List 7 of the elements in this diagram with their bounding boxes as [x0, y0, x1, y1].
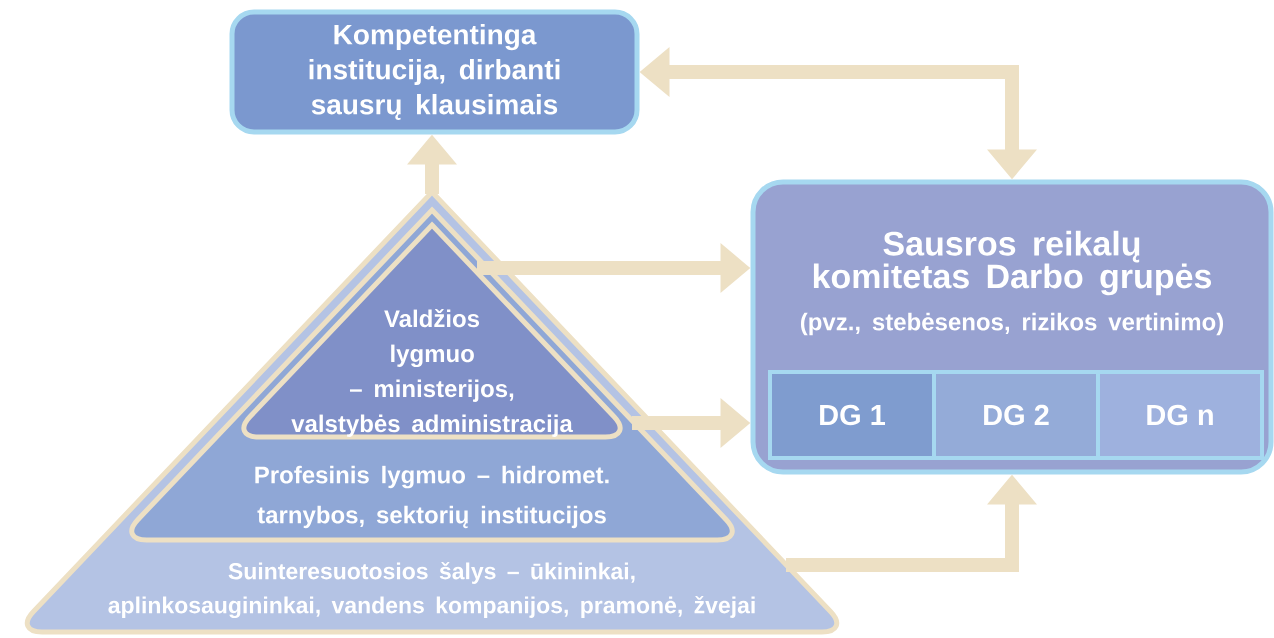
group-cell: DG 1 — [768, 370, 936, 460]
box-subtitle: (pvz., stebėsenos, rizikos vertinimo) — [800, 312, 1224, 336]
group-cell: DG 2 — [932, 370, 1100, 460]
pyramid-level: Valdžios lygmuo – ministerijos, valstybės administracija — [241, 222, 623, 440]
institution-box: Kompetentinga institucija, dirbanti sausrų klausimais — [229, 9, 640, 135]
box-title: Sausros reikalų komitetas Darbo grupės — [813, 230, 1211, 296]
group-cell: DG n — [1096, 370, 1264, 460]
